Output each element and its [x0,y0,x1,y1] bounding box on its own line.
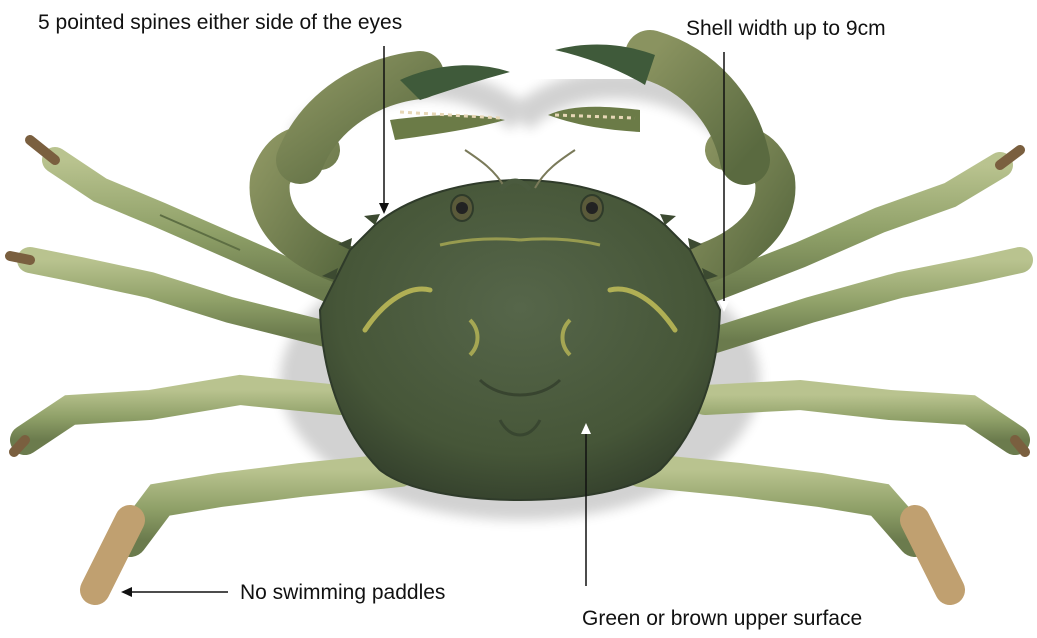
upper-surface-label: Green or brown upper surface [582,608,862,629]
paddles-arrowhead [121,587,132,597]
right-leg-3 [705,395,1025,452]
right-leg-4 [640,470,950,590]
carapace [320,180,720,500]
shell-width-label: Shell width up to 9cm [686,18,886,39]
left-leg-4 [95,470,400,590]
spines-arrowhead [379,203,389,214]
spines-label: 5 pointed spines either side of the eyes [38,12,402,33]
no-swimming-paddles-label: No swimming paddles [240,582,445,603]
